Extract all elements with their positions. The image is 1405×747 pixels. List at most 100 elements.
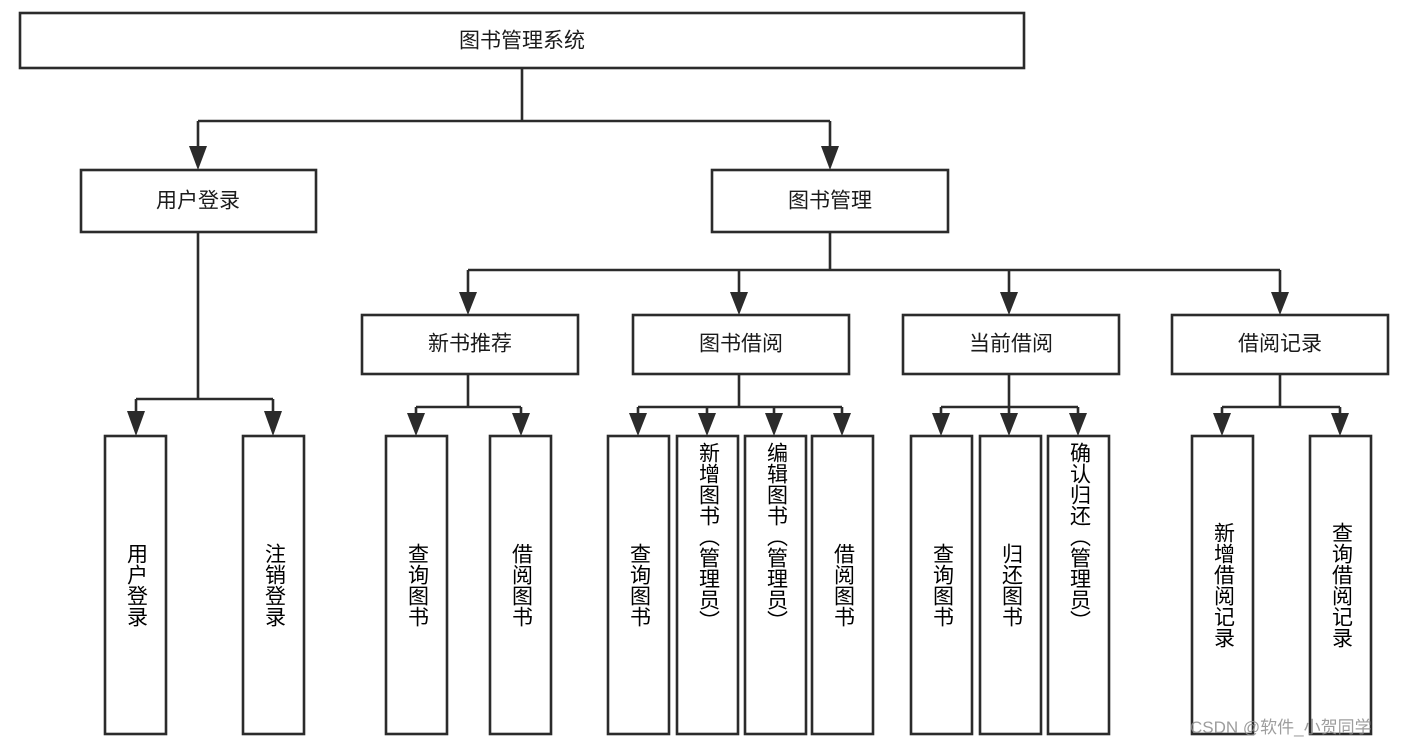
- leaf-node-add-book[interactable]: 新增图书（管理员）: [675, 434, 740, 736]
- connector-group-newbook-to-leaves: [407, 374, 530, 436]
- connector-record-to-leaves: [1220, 374, 1342, 417]
- leaf-label-confirm-return: 确认归还（管理员）: [1067, 442, 1091, 631]
- leaf-label-query-book-2: 查询图书: [627, 543, 651, 627]
- node-box-leaf-borrow-book-1[interactable]: [488, 434, 553, 736]
- node-label-root: 图书管理系统: [459, 30, 585, 53]
- leaf-label-wrapper: 借阅图书: [509, 543, 533, 627]
- leaf-label-query-book-1: 查询图书: [405, 543, 429, 627]
- node-box-leaf-borrow-book-2[interactable]: [810, 434, 875, 736]
- leaf-label-wrapper: 注销登录: [262, 543, 286, 627]
- node-box-leaf-query-book-3[interactable]: [909, 434, 974, 736]
- arrow-head-icon: [629, 413, 647, 436]
- leaf-label-wrapper: 确认归还（管理员）: [1067, 442, 1091, 631]
- node-label-new-book-recommend: 新书推荐: [428, 333, 512, 356]
- arrow-head-icon: [407, 413, 425, 436]
- node-label-borrow-record: 借阅记录: [1238, 333, 1322, 356]
- leaf-label-logout: 注销登录: [262, 543, 286, 627]
- leaf-node-edit-book[interactable]: 编辑图书（管理员）: [743, 434, 808, 736]
- leaf-label-wrapper: 新增图书（管理员）: [696, 442, 720, 631]
- node-box-book-borrow[interactable]: [631, 313, 851, 376]
- leaf-node-user-login[interactable]: 用户登录: [103, 434, 168, 736]
- leaf-label-wrapper: 编辑图书（管理员）: [765, 442, 788, 631]
- leaf-node-logout[interactable]: 注销登录: [241, 434, 306, 736]
- leaf-label-wrapper: 查询图书: [930, 543, 954, 627]
- leaf-label-borrow-book-2: 借阅图书: [831, 543, 855, 627]
- leaf-node-add-borrow-record[interactable]: 新增借阅记录: [1190, 434, 1255, 736]
- node-box-leaf-query-borrow-record[interactable]: [1308, 434, 1373, 736]
- arrow-head-icon: [765, 413, 783, 436]
- arrow-head-icon: [1271, 292, 1289, 315]
- leaf-label-query-borrow-record: 查询借阅记录: [1329, 522, 1353, 648]
- node-box-leaf-logout[interactable]: [241, 434, 306, 736]
- connector-group-userlogin-to-leaves: [127, 232, 282, 436]
- connector-group-current-to-leaves: [932, 374, 1087, 436]
- node-new-book-recommend[interactable]: 新书推荐: [360, 313, 580, 376]
- connector-current-to-leaves: [939, 374, 1080, 417]
- leaf-node-query-book-3[interactable]: 查询图书: [909, 434, 974, 736]
- node-box-current-borrow[interactable]: [901, 313, 1121, 376]
- node-box-leaf-edit-book[interactable]: [743, 434, 808, 736]
- connector-group-borrow-to-leaves: [629, 374, 851, 436]
- leaf-node-confirm-return[interactable]: 确认归还（管理员）: [1046, 434, 1111, 736]
- leaf-node-borrow-book-2[interactable]: 借阅图书: [810, 434, 875, 736]
- leaf-node-query-book-1[interactable]: 查询图书: [384, 434, 449, 736]
- connector-borrow-to-leaves: [636, 374, 844, 417]
- connector-group-root-to-level2: [189, 68, 839, 170]
- arrow-head-icon: [1069, 413, 1087, 436]
- node-current-borrow[interactable]: 当前借阅: [901, 313, 1121, 376]
- node-box-leaf-add-borrow-record[interactable]: [1190, 434, 1255, 736]
- leaf-label-wrapper: 查询图书: [627, 543, 651, 627]
- node-box-leaf-add-book[interactable]: [675, 434, 740, 736]
- node-box-leaf-query-book-1[interactable]: [384, 434, 449, 736]
- arrow-head-icon: [698, 413, 716, 436]
- arrow-head-icon: [1331, 413, 1349, 436]
- node-label-book-management: 图书管理: [788, 190, 872, 213]
- connector-group-bookmgmt-to-level3: [459, 232, 1289, 315]
- arrow-head-icon: [932, 413, 950, 436]
- node-book-management[interactable]: 图书管理: [710, 168, 950, 234]
- leaf-node-query-borrow-record[interactable]: 查询借阅记录: [1308, 434, 1373, 736]
- node-box-leaf-user-login[interactable]: [103, 434, 168, 736]
- connector-root-to-level2: [196, 68, 832, 150]
- arrow-head-icon: [127, 411, 145, 436]
- watermark-label: CSDN @软件_小贺同学: [1190, 718, 1372, 737]
- leaf-label-wrapper: 查询图书: [405, 543, 429, 627]
- leaf-node-return-book[interactable]: 归还图书: [978, 434, 1043, 736]
- node-borrow-record[interactable]: 借阅记录: [1170, 313, 1390, 376]
- leaf-label-wrapper: 用户登录: [125, 543, 148, 627]
- leaf-label-wrapper: 归还图书: [999, 543, 1023, 627]
- arrow-head-icon: [1000, 292, 1018, 315]
- leaf-label-return-book: 归还图书: [999, 543, 1023, 627]
- arrow-head-icon: [833, 413, 851, 436]
- node-root-system[interactable]: 图书管理系统: [18, 11, 1026, 70]
- leaf-node-query-book-2[interactable]: 查询图书: [606, 434, 671, 736]
- arrow-head-icon: [1000, 413, 1018, 436]
- connector-bookmgmt-to-level3: [466, 232, 1282, 296]
- arrow-head-icon: [189, 146, 207, 170]
- arrow-head-icon: [821, 146, 839, 170]
- arrow-head-icon: [264, 411, 282, 436]
- node-box-book-management[interactable]: [710, 168, 950, 234]
- node-box-leaf-return-book[interactable]: [978, 434, 1043, 736]
- arrow-head-icon: [1213, 413, 1231, 436]
- connector-group-record-to-leaves: [1213, 374, 1349, 436]
- node-box-borrow-record[interactable]: [1170, 313, 1390, 376]
- node-box-leaf-query-book-2[interactable]: [606, 434, 671, 736]
- node-box-leaf-confirm-return[interactable]: [1046, 434, 1111, 736]
- leaf-label-borrow-book-1: 借阅图书: [509, 543, 533, 627]
- leaf-label-add-borrow-record: 新增借阅记录: [1211, 522, 1235, 648]
- leaf-node-borrow-book-1[interactable]: 借阅图书: [488, 434, 553, 736]
- node-box-root[interactable]: [18, 11, 1026, 70]
- node-box-new-book-recommend[interactable]: [360, 313, 580, 376]
- leaf-label-query-book-3: 查询图书: [930, 543, 954, 627]
- node-label-current-borrow: 当前借阅: [969, 333, 1053, 356]
- node-label-user-login: 用户登录: [156, 190, 240, 213]
- node-user-login[interactable]: 用户登录: [79, 168, 318, 234]
- node-book-borrow[interactable]: 图书借阅: [631, 313, 851, 376]
- node-box-user-login[interactable]: [79, 168, 318, 234]
- arrow-head-icon: [459, 292, 477, 315]
- leaf-label-add-book: 新增图书（管理员）: [696, 442, 720, 631]
- arrow-head-icon: [730, 292, 748, 315]
